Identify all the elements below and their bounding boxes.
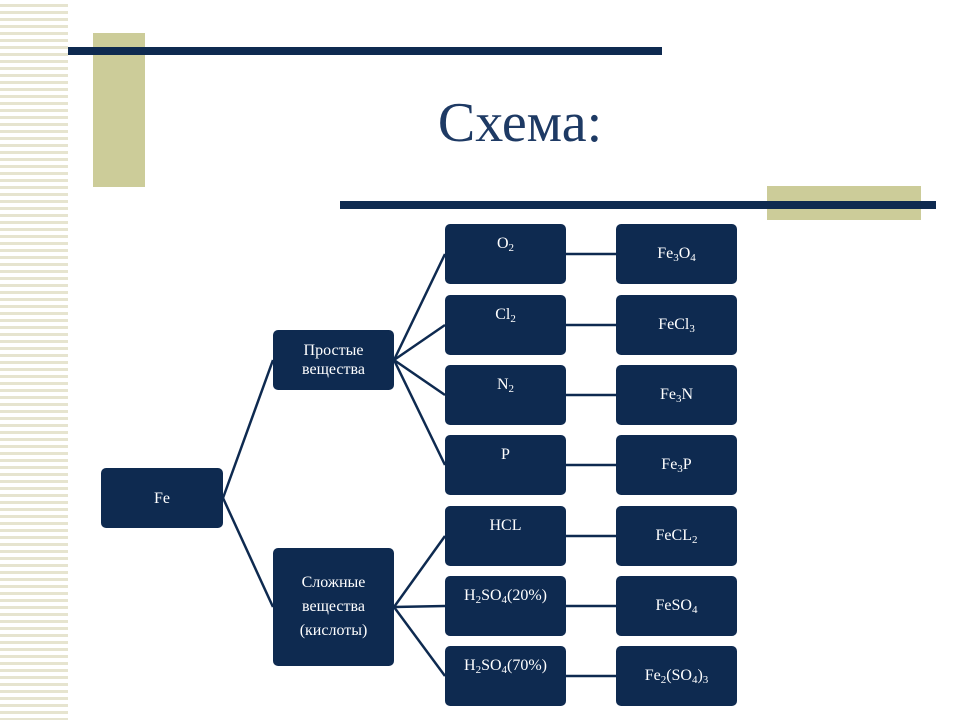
product-label: FeCl3 xyxy=(658,316,695,335)
reactant-label: O2 xyxy=(496,235,515,254)
reactant-node: P xyxy=(445,435,566,495)
product-label: FeCL2 xyxy=(655,527,698,546)
connector-group-reactant xyxy=(392,606,447,677)
product-label: FeSO4 xyxy=(655,597,698,616)
connector-group-reactant xyxy=(393,358,446,397)
reactant-label: HCL xyxy=(489,517,522,534)
connector-group-reactant xyxy=(392,535,447,608)
reactant-label: P xyxy=(501,446,510,463)
reactant-label: H2SO4(70%) xyxy=(464,657,547,676)
striped-margin-decoration xyxy=(0,0,68,720)
product-label: Fe2(SO4)3 xyxy=(644,667,709,686)
product-node: Fe3O4 xyxy=(616,224,737,284)
connector-group-reactant xyxy=(393,323,446,362)
group-label-simple: Простые вещества xyxy=(302,342,365,378)
reactant-label: H2SO4(20%) xyxy=(464,587,547,606)
connector-group-reactant xyxy=(392,253,447,361)
navy-rule-top xyxy=(68,47,662,55)
reactant-node: H2SO4(70%) xyxy=(445,646,566,706)
product-label: Fe3O4 xyxy=(657,245,696,264)
product-label: Fe3P xyxy=(661,456,692,475)
connector-group-reactant xyxy=(393,604,446,609)
reactant-label: N2 xyxy=(496,376,515,395)
reactant-node: H2SO4(20%) xyxy=(445,576,566,636)
product-node: FeCl3 xyxy=(616,295,737,355)
group-label-complex: Сложные вещества (кислоты) xyxy=(299,574,368,639)
product-node: FeSO4 xyxy=(616,576,737,636)
root-node-fe: Fe xyxy=(101,468,223,528)
reactant-node: HCL xyxy=(445,506,566,566)
product-node: Fe2(SO4)3 xyxy=(616,646,737,706)
product-node: Fe3N xyxy=(616,365,737,425)
connector-root-simple xyxy=(221,359,275,499)
product-node: Fe3P xyxy=(616,435,737,495)
product-node: FeCL2 xyxy=(616,506,737,566)
slide-title: Схема: xyxy=(437,92,603,154)
connector-group-reactant xyxy=(392,359,447,466)
connector-root-complex xyxy=(221,497,275,608)
group-node-simple: Простые вещества xyxy=(273,330,394,390)
reactant-node: O2 xyxy=(445,224,566,284)
navy-rule-bottom xyxy=(340,201,936,209)
root-label: Fe xyxy=(154,489,170,507)
product-label: Fe3N xyxy=(659,386,694,405)
group-node-complex: Сложные вещества (кислоты) xyxy=(273,548,394,666)
reactant-node: N2 xyxy=(445,365,566,425)
reactant-node: Cl2 xyxy=(445,295,566,355)
reactant-label: Cl2 xyxy=(495,306,516,325)
olive-block-left xyxy=(93,33,145,187)
